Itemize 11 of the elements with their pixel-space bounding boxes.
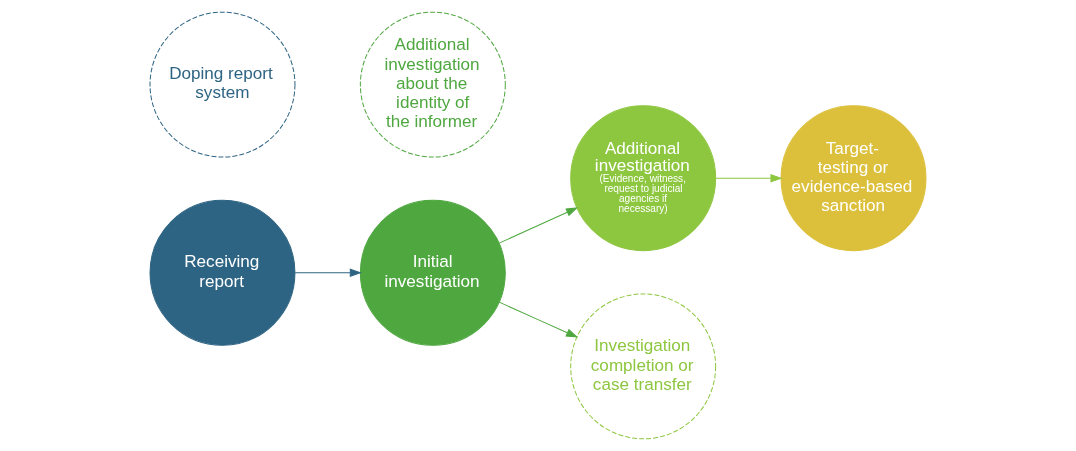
node-circle: Additional investigation about the identity of the informer [359,11,506,158]
node-circle: Receiving report [149,199,296,346]
node-circle: Initial investigation [359,199,506,346]
arrow [498,207,579,244]
arrow [498,301,579,338]
node-circle: Target- testing or evidence-based sanction [780,105,927,252]
node-circle: Investigation completion or case transfer [570,293,717,440]
arrow [294,268,362,278]
arrow [715,173,783,183]
node-circle: Doping report system [149,11,296,158]
node-circle: Additional investigation (Evidence, witness, request to judicial agencies if necessary) [570,105,717,252]
